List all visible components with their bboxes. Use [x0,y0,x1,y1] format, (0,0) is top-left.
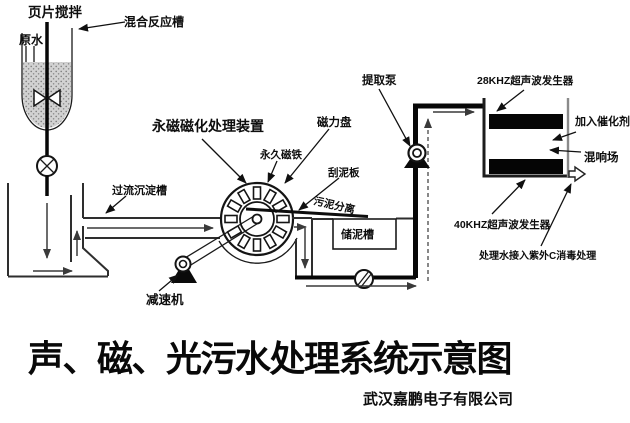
ultrasonic-generator-bar-28khz [489,114,563,129]
pump-piping [413,103,484,281]
label-catalyst: 加入催化剂 [574,114,630,128]
label-reverb: 混响场 [584,150,619,164]
label-raw-water: 原水 [19,32,44,47]
pump-pipe [413,103,484,278]
diagram-labels: 页片搅拌 混合反应槽 原水 过流沉淀槽 永磁磁化处理装置 永久磁铁 磁力盘 刮泥… [19,4,630,307]
magnet-segment [224,214,238,224]
label-magnet-device: 永磁磁化处理装置 [151,118,264,134]
magnet-segment [236,188,252,205]
funnel-wall [82,226,109,276]
leader-scraper [298,177,340,211]
wheel-wrap-arc [218,237,298,264]
magnet-segment [252,238,262,252]
wheel-hub-ring [239,201,275,237]
magnet-segment [271,224,288,240]
leader-overflow-tank [105,195,127,214]
magnet-segment [276,214,290,224]
label-permanent-magnet: 永久磁铁 [259,148,302,161]
magnet-segment [262,233,278,250]
leader-catalyst [552,131,577,141]
magnet-segment [226,198,243,214]
raw-water-inlet [26,46,34,62]
sludge-compartment [292,217,417,290]
extraction-pump [404,143,430,168]
leader-arrows [78,21,582,292]
mixing-reaction-tank [21,22,73,196]
leader-uv [540,183,572,247]
impeller-blade [33,88,48,108]
reducer-pulley-hub [178,259,188,269]
label-28khz: 28KHZ超声波发生器 [477,74,574,87]
label-uv-note: 处理水接入紫外C消毒处理 [478,249,596,262]
leader-28khz [496,89,525,112]
company-name: 武汉嘉鹏电子有限公司 [363,390,513,408]
settling-tank [7,183,109,278]
impeller-blade [46,88,61,108]
drive-belt [179,215,261,269]
magnet-segment [236,233,252,250]
label-sludge-tank: 储泥槽 [341,227,374,241]
magnet-ring [224,186,290,252]
leader-40khz [491,179,526,215]
magnet-segment [262,188,278,205]
leader-magnet-device [201,138,247,184]
label-magnetic-disk: 磁力盘 [317,115,352,129]
sludge-valve-lines [357,270,373,288]
overflow-channel [82,183,222,239]
label-40khz: 40KHZ超声波发生器 [454,218,551,231]
leader-reducer [158,274,179,292]
magnet-segment [252,186,262,200]
sludge-tank-box [332,218,397,250]
label-overflow-tank: 过流沉淀槽 [112,183,167,197]
label-reducer: 减速机 [146,292,184,307]
wheel-axle [251,213,263,225]
label-pump: 提取泵 [362,73,397,87]
leader-mixing-tank [78,21,126,32]
raw-water-inlet-walls [25,46,35,62]
leader-magnetic-disk [284,128,330,184]
pump-hub [412,148,422,158]
label-mixing-tank: 混合反应槽 [124,14,184,29]
reducer [171,255,197,283]
outlet-arrow-icon [568,165,587,183]
leader-pump [378,88,411,147]
magnet-segment [271,198,288,214]
label-stirrer: 页片搅拌 [28,4,82,20]
label-scraper: 刮泥板 [328,166,360,179]
leader-permanent-magnet [267,160,278,183]
ultrasonic-generator-bar-40khz [489,159,563,174]
page-title: 声、磁、光污水处理系统示意图 [28,339,511,379]
compartment-top [312,217,413,220]
drain-valve-cross [39,158,55,174]
leader-reverb [549,146,582,155]
ultrasonic-reactor [482,98,587,183]
scraper-blade [245,207,369,218]
